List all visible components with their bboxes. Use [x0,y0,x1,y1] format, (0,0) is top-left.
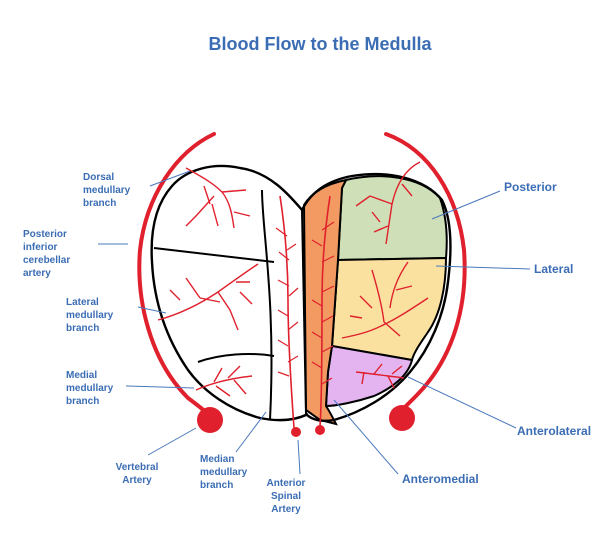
left-vertebral-artery-circle [197,407,223,433]
left-dorsal-branch-twigs [185,167,251,229]
anterolateral-branch-twigs [355,363,405,389]
label-posterior: Posterior [504,180,557,194]
lateral-branch-twigs [341,261,429,339]
label-lateral: Lateral [534,262,574,276]
label-anteromedial: Anteromedial [402,472,479,486]
label-anterolateral: Anterolateral [517,424,592,438]
left-pica-vessel [137,132,216,416]
anterolateral-region [324,344,414,408]
label-vertebral-artery: Vertebral Artery [115,462,159,486]
median-branch-twigs [275,221,335,385]
posterior-branch-twigs [355,161,421,245]
pointer-lines [98,170,531,475]
right-pica-vessel [384,132,467,414]
left-medial-branch-twigs [195,365,253,397]
right-vertebral-artery-circle [389,405,415,431]
label-median-medullary-branch: Median medullary branch [200,454,248,491]
right-median-branch-vessel [319,195,331,427]
left-dorsal-divider [153,247,275,263]
left-lateral-divider [197,353,275,363]
figure-title: Blood Flow to the Medulla [208,34,432,54]
label-lateral-medullary-branch: Lateral medullary branch [66,297,114,334]
midline [301,209,307,415]
label-dorsal-medullary-branch: Dorsal medullary branch [83,172,131,209]
label-posterior-inferior-cerebellar-artery: Posterior inferior cerebellar artery [23,229,71,279]
label-anterior-spinal-artery: Anterior Spinal Artery [266,478,306,515]
left-lateral-branch-twigs [157,263,259,331]
anterior-spinal-artery-right-dot [315,425,325,435]
anterior-spinal-artery-left-dot [291,427,301,437]
left-medulla-outline [150,164,309,422]
lateral-region [330,256,448,362]
left-median-branch-vessel [279,195,295,429]
right-medulla-outline [300,172,452,422]
label-medial-medullary-branch: Medial medullary branch [66,370,114,407]
left-median-strip-border [261,189,273,421]
